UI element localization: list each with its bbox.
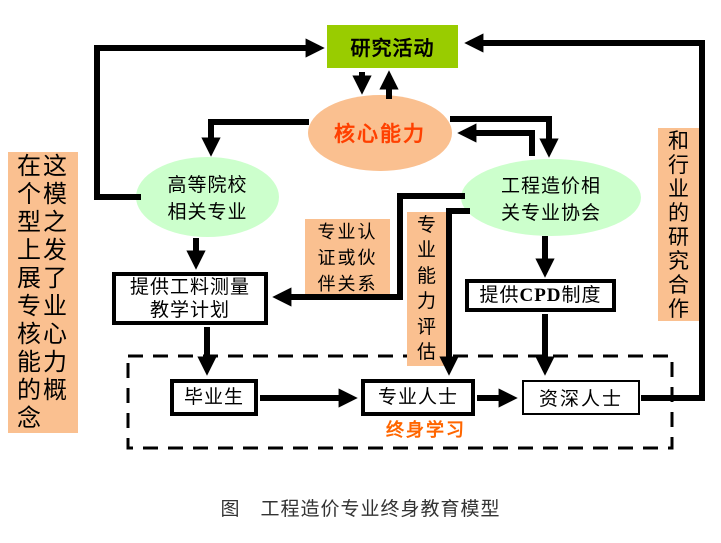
node-research-activities-label: 研究活动 bbox=[350, 38, 435, 60]
label-certification-partnership: 专业认 证或伙 伴关系 bbox=[305, 219, 390, 297]
node-research-activities: 研究活动 bbox=[327, 25, 458, 68]
note-industry-research-cooperation: 和行业的研究合作 bbox=[658, 128, 699, 321]
node-cost-engineering-association-line1: 工程造价相 bbox=[500, 175, 601, 197]
node-provide-qs-teaching-plan: 提供工料测量 教学计划 bbox=[112, 272, 268, 325]
label-professional-competency-assessment: 专业能力评估 bbox=[407, 212, 446, 366]
note-core-competency-concept: 在这个模型之上发展了专业核心能力的概念 bbox=[8, 152, 78, 433]
label-certification-partnership-line1: 专业认 bbox=[317, 222, 378, 242]
label-certification-partnership-line3: 伴关系 bbox=[317, 274, 378, 294]
label-professional-competency-assessment-text: 专业能力评估 bbox=[416, 214, 436, 364]
node-provide-qs-teaching-plan-line1: 提供工料测量 bbox=[129, 276, 250, 298]
note-industry-research-cooperation-text: 和行业的研究合作 bbox=[668, 128, 689, 321]
node-core-competency: 核心能力 bbox=[308, 95, 452, 171]
node-provide-cpd-system-suffix: 制度 bbox=[561, 285, 602, 306]
arrow-core-to-college bbox=[201, 119, 309, 157]
node-professionals: 专业人士 bbox=[361, 379, 475, 416]
node-core-competency-label: 核心能力 bbox=[334, 122, 426, 146]
node-graduates: 毕业生 bbox=[170, 379, 258, 416]
note-core-competency-concept-text: 在这个模型之上发展了专业核心能力的概念 bbox=[17, 154, 69, 432]
node-graduates-label: 毕业生 bbox=[183, 387, 244, 408]
arrow-core-to-association bbox=[450, 116, 559, 158]
figure-caption: 图 工程造价专业终身教育模型 bbox=[220, 499, 501, 520]
label-certification-partnership-line2: 证或伙 bbox=[317, 248, 378, 268]
node-cost-engineering-association: 工程造价相 关专业协会 bbox=[461, 159, 641, 236]
node-higher-education-major-line2: 相关专业 bbox=[167, 202, 248, 223]
node-senior-professionals: 资深人士 bbox=[522, 380, 640, 415]
node-cost-engineering-association-line2: 关专业协会 bbox=[500, 202, 601, 224]
node-provide-qs-teaching-plan-line2: 教学计划 bbox=[149, 299, 230, 321]
label-lifelong-learning: 终身学习 bbox=[386, 420, 466, 440]
node-higher-education-major: 高等院校 相关专业 bbox=[136, 157, 279, 237]
node-higher-education-major-line1: 高等院校 bbox=[167, 175, 248, 196]
node-senior-professionals-label: 资深人士 bbox=[538, 389, 623, 410]
node-provide-cpd-system-prefix: 提供 bbox=[479, 285, 520, 306]
arrow-association-to-core bbox=[457, 123, 535, 156]
node-professionals-label: 专业人士 bbox=[377, 387, 458, 408]
node-provide-cpd-system-acronym: CPD bbox=[519, 285, 562, 306]
